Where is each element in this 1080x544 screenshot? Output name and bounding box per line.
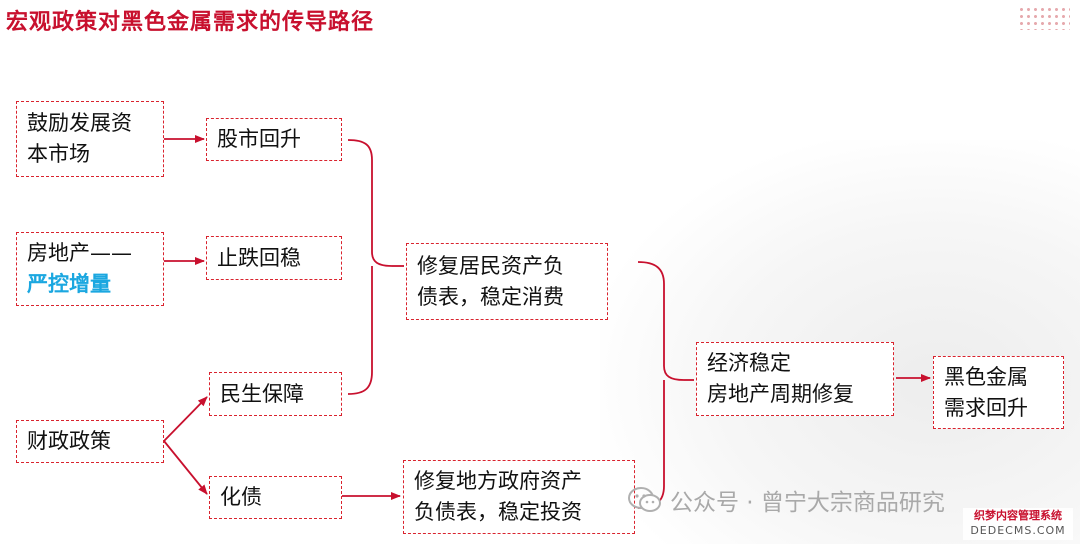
node-ferrous-line1: 黑色金属 bbox=[944, 364, 1028, 389]
node-real-estate-line1: 房地产—— bbox=[27, 241, 132, 265]
corner-badge-line2: DEDECMS.COM bbox=[970, 524, 1066, 537]
node-capital-market-line2: 本市场 bbox=[27, 142, 90, 166]
brace-to-household bbox=[347, 139, 393, 395]
node-ferrous-demand: 黑色金属 需求回升 bbox=[933, 356, 1064, 429]
node-household-balance: 修复居民资产负 债表，稳定消费 bbox=[406, 243, 608, 320]
page-title: 宏观政策对黑色金属需求的传导路径 bbox=[6, 10, 375, 35]
node-economy-line2: 房地产周期修复 bbox=[707, 382, 854, 406]
node-capital-market-line1: 鼓励发展资 bbox=[27, 111, 132, 135]
node-stop-fall: 止跌回稳 bbox=[206, 236, 342, 280]
node-stock-up-label: 股市回升 bbox=[217, 127, 301, 151]
node-livelihood-label: 民生保障 bbox=[220, 381, 304, 406]
node-local-gov-line2: 负债表，稳定投资 bbox=[414, 500, 582, 524]
node-debt-label: 化债 bbox=[220, 485, 262, 509]
node-household-line2: 债表，稳定消费 bbox=[417, 284, 564, 309]
node-real-estate-highlight: 严控增量 bbox=[27, 272, 111, 296]
wechat-icon bbox=[628, 487, 661, 512]
watermark-text: 公众号 · 曾宁大宗商品研究 bbox=[670, 490, 945, 516]
node-livelihood: 民生保障 bbox=[209, 372, 342, 416]
decorative-dots bbox=[1018, 6, 1070, 30]
node-local-gov-line1: 修复地方政府资产 bbox=[414, 469, 582, 493]
node-economy-line1: 经济稳定 bbox=[707, 351, 791, 375]
node-capital-market: 鼓励发展资 本市场 bbox=[16, 101, 164, 177]
node-ferrous-line2: 需求回升 bbox=[944, 395, 1028, 420]
wechat-watermark: 公众号 · 曾宁大宗商品研究 bbox=[628, 483, 945, 517]
node-local-gov-balance: 修复地方政府资产 负债表，稳定投资 bbox=[403, 460, 635, 534]
node-stock-up: 股市回升 bbox=[206, 118, 342, 161]
corner-badge-line1: 织梦内容管理系统 bbox=[974, 509, 1062, 522]
node-stop-fall-label: 止跌回稳 bbox=[217, 245, 301, 270]
node-real-estate: 房地产—— 严控增量 bbox=[16, 232, 164, 306]
arrow-fiscal-to-livelihood bbox=[163, 396, 208, 442]
node-fiscal-policy: 财政政策 bbox=[16, 420, 164, 463]
brace-to-economy bbox=[637, 261, 685, 509]
node-economy: 经济稳定 房地产周期修复 bbox=[696, 342, 894, 416]
node-fiscal-policy-label: 财政政策 bbox=[27, 429, 111, 453]
corner-badge: 织梦内容管理系统 DEDECMS.COM bbox=[963, 508, 1073, 540]
arrow-fiscal-to-debt bbox=[163, 440, 208, 495]
node-household-line1: 修复居民资产负 bbox=[417, 253, 564, 278]
node-debt: 化债 bbox=[209, 476, 342, 519]
